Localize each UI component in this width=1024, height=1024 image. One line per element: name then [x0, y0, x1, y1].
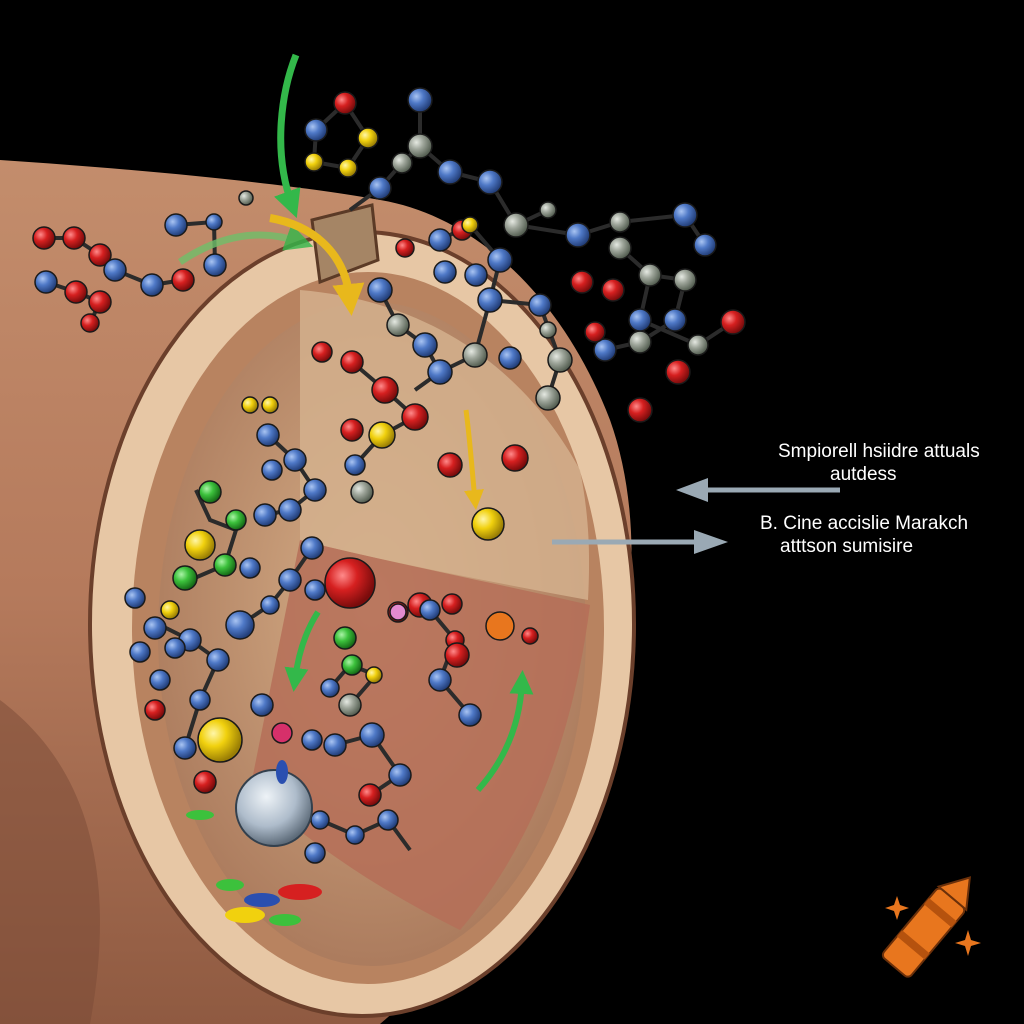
cell-nucleus [276, 760, 288, 784]
arrow-green-curve [178, 224, 314, 265]
callout-label-2: B. Cine accislie Marakch atttson sumisir… [760, 512, 1020, 558]
debris [186, 810, 322, 926]
molecule-atoms [32, 87, 746, 864]
interior-upper-layer [300, 290, 590, 600]
sparkle-icon [885, 896, 909, 920]
callout-1-line1: Smpiorell hsiidre attuals [778, 441, 980, 462]
callout-label-1: Smpiorell hsiidre attuals autdess [778, 440, 1018, 486]
tube-shadow [0, 700, 100, 1024]
sparkle-icon [955, 930, 981, 956]
arrow-green-down [274, 53, 301, 219]
arrow-yellow-down [463, 409, 484, 510]
arrow-green-inner-down [284, 610, 321, 692]
callout-arrow-1-head [676, 478, 708, 502]
arrow-yellow-in [269, 214, 365, 316]
arrow-green-inner-up [475, 670, 534, 793]
callout-1-line2: autdess [830, 464, 897, 485]
callout-2-line1: B. Cine accislie Marakch [760, 513, 969, 534]
callout-arrow-2-head [694, 530, 728, 554]
large-cell [235, 769, 313, 847]
crayon-logo-icon [881, 876, 972, 978]
callout-2-line2: atttson sumisire [780, 536, 914, 557]
